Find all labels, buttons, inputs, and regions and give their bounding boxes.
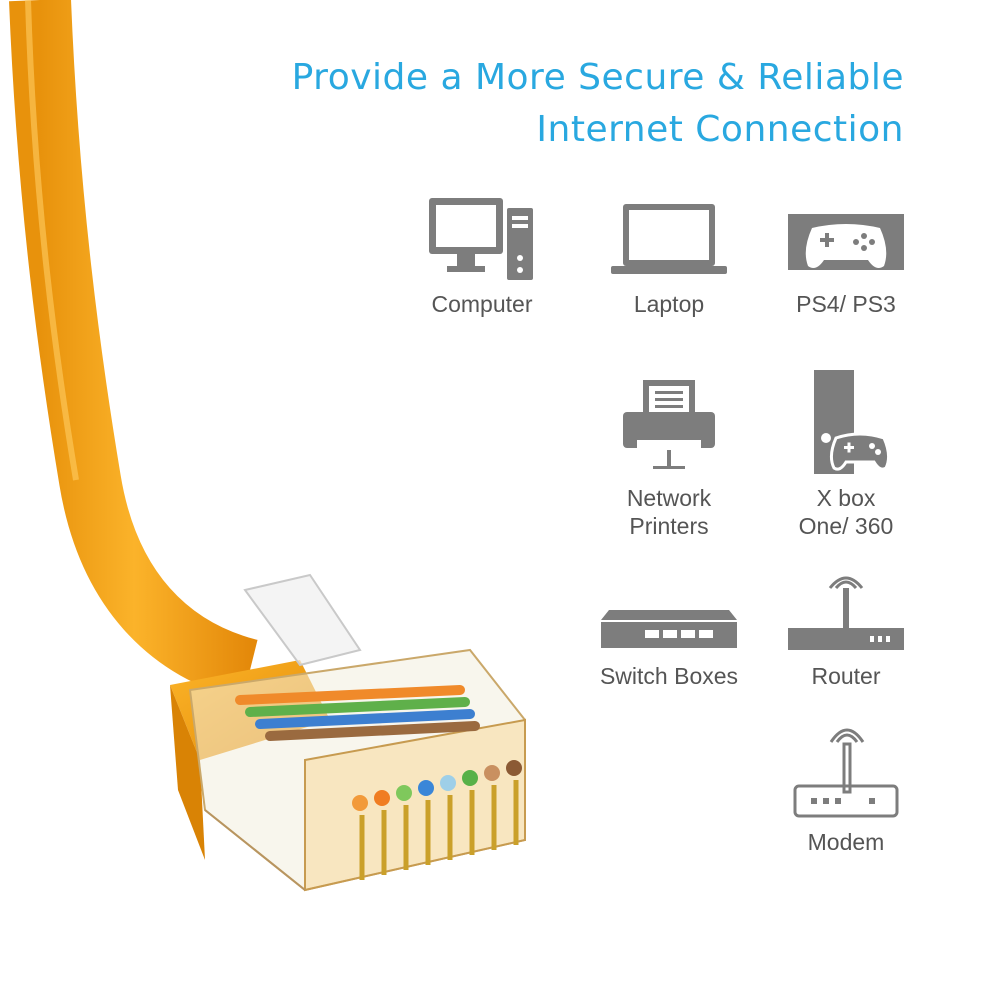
router-icon — [788, 576, 904, 650]
headline-line-2: Internet Connection — [536, 109, 904, 150]
printer-label-1: Network — [626, 485, 712, 511]
switch-box-label: Switch Boxes — [599, 663, 739, 689]
ethernet-cable-image — [9, 0, 526, 892]
modem-label: Modem — [807, 829, 885, 855]
device-modem: Modem — [766, 722, 926, 856]
gold-contacts — [359, 780, 519, 880]
computer-label: Computer — [431, 291, 533, 317]
connector-latch — [243, 573, 362, 667]
device-xbox: X box One/ 360 — [766, 368, 926, 540]
headline-line-1: Provide a More Secure & Reliable — [291, 57, 904, 98]
router-label: Router — [811, 663, 881, 689]
wire-ends — [352, 760, 522, 811]
xbox-label-2: One/ 360 — [798, 513, 894, 539]
inner-wires — [235, 685, 480, 741]
xbox-console-icon — [814, 370, 891, 474]
xbox-label-1: X box — [816, 485, 876, 511]
device-network-printer: Network Printers — [589, 378, 749, 540]
device-computer: Computer — [402, 194, 562, 318]
device-laptop: Laptop — [589, 194, 749, 318]
cable — [9, 0, 259, 701]
printer-label-2: Printers — [629, 513, 709, 539]
ps4-label: PS4/ PS3 — [796, 291, 896, 317]
laptop-icon — [611, 204, 727, 274]
device-router: Router — [766, 574, 926, 690]
headline: Provide a More Secure & Reliable Interne… — [292, 52, 904, 156]
switch-box-icon — [601, 610, 737, 648]
device-switch-box: Switch Boxes — [589, 596, 749, 690]
gamepad-icon — [788, 214, 904, 270]
computer-icon — [429, 198, 533, 280]
network-printer-icon — [623, 380, 715, 469]
laptop-label: Laptop — [633, 291, 705, 317]
device-ps4: PS4/ PS3 — [766, 194, 926, 318]
modem-icon — [793, 728, 899, 818]
